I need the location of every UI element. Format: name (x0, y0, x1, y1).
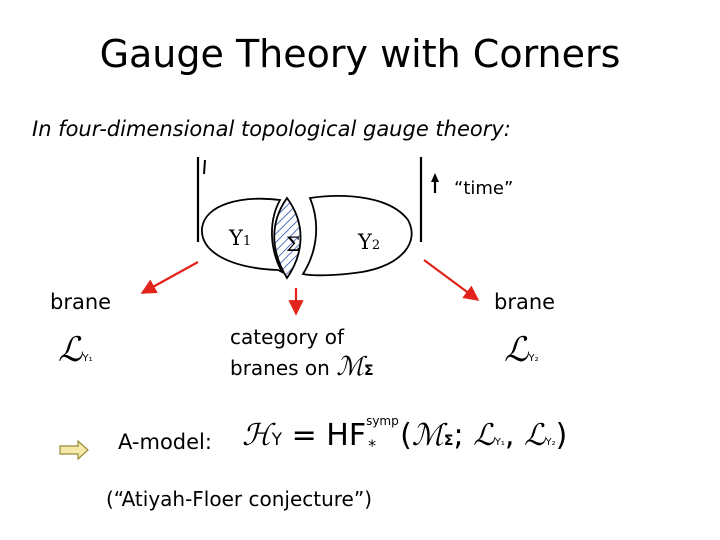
left-brane-symbol: ℒY₁ (58, 330, 93, 370)
left-tick (203, 159, 206, 175)
page-title: Gauge Theory with Corners (99, 32, 621, 76)
right-brane-symbol: ℒY₂ (504, 330, 539, 370)
y1-label: Y1 (229, 226, 252, 250)
category-text: category of branes on ℳΣ (230, 325, 374, 382)
region-y2 (301, 195, 413, 277)
time-arrow-head (431, 173, 439, 182)
region-y1 (201, 197, 285, 275)
sigma-label: Σ (286, 232, 301, 256)
conjecture-text: (“Atiyah-Floer conjecture”) (106, 487, 373, 511)
left-brane-label: brane (50, 290, 112, 314)
arrow-right-brane (423, 259, 480, 301)
right-brane-label: brane (494, 290, 556, 314)
y2-label: Y2 (358, 230, 381, 254)
amodel-label: A-model: (118, 430, 212, 454)
time-label: “time” (454, 178, 514, 199)
intro-text: In four-dimensional topological gauge th… (32, 117, 511, 141)
region-sigma (273, 196, 302, 280)
arrow-left-brane (140, 261, 199, 294)
amodel-arrow-icon (59, 439, 89, 461)
